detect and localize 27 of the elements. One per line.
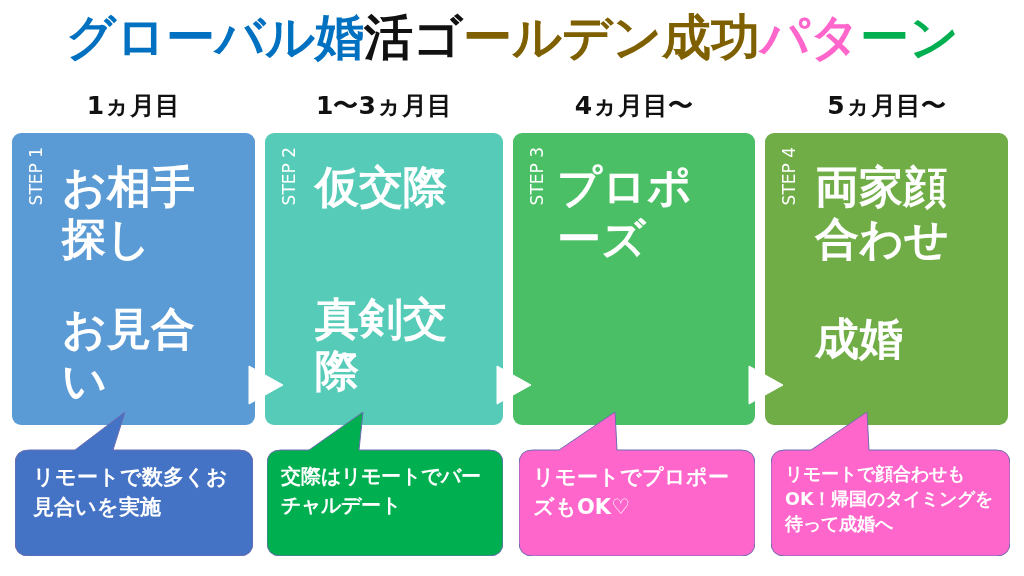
speech-bubble <box>267 412 503 556</box>
speech-bubble <box>15 412 253 556</box>
callout-text: 交際はリモートでバーチャルデート <box>281 464 482 519</box>
chevron-arrow <box>496 365 532 405</box>
period-label: 1ヵ月目 <box>86 90 181 122</box>
step-label: STEP 3 <box>527 147 547 206</box>
callout-text: リモートでプロポーズもOK♡ <box>533 464 730 521</box>
stage-text: お見合い <box>62 303 196 407</box>
period-label: 4ヵ月目〜 <box>574 90 694 122</box>
stage-text: プロポーズ <box>557 161 693 265</box>
speech-bubble <box>519 412 755 556</box>
stage-text: 成婚 <box>815 313 904 365</box>
callout-text: リモートで顔合わせもOK！帰国のタイミングを待って成婚へ <box>785 463 995 536</box>
stage-text: 真剣交際 <box>315 293 448 397</box>
period-label: 1〜3ヵ月目 <box>316 90 452 122</box>
title: グローバル婚活ゴールデン成功パターン <box>64 8 960 68</box>
stage-text: 仮交際 <box>315 161 448 213</box>
stage-text: お相手探し <box>62 161 196 265</box>
step-label: STEP 1 <box>26 147 46 206</box>
speech-bubble <box>771 412 1010 556</box>
period-label: 5ヵ月目〜 <box>827 90 946 122</box>
step-label: STEP 2 <box>279 147 299 206</box>
step-label: STEP 4 <box>779 147 799 206</box>
chevron-arrow <box>248 365 284 405</box>
stage-text: 両家顔合わせ <box>815 161 950 265</box>
chevron-arrow <box>748 365 784 405</box>
callout-text: リモートで数多くお見合いを実施 <box>33 464 229 521</box>
